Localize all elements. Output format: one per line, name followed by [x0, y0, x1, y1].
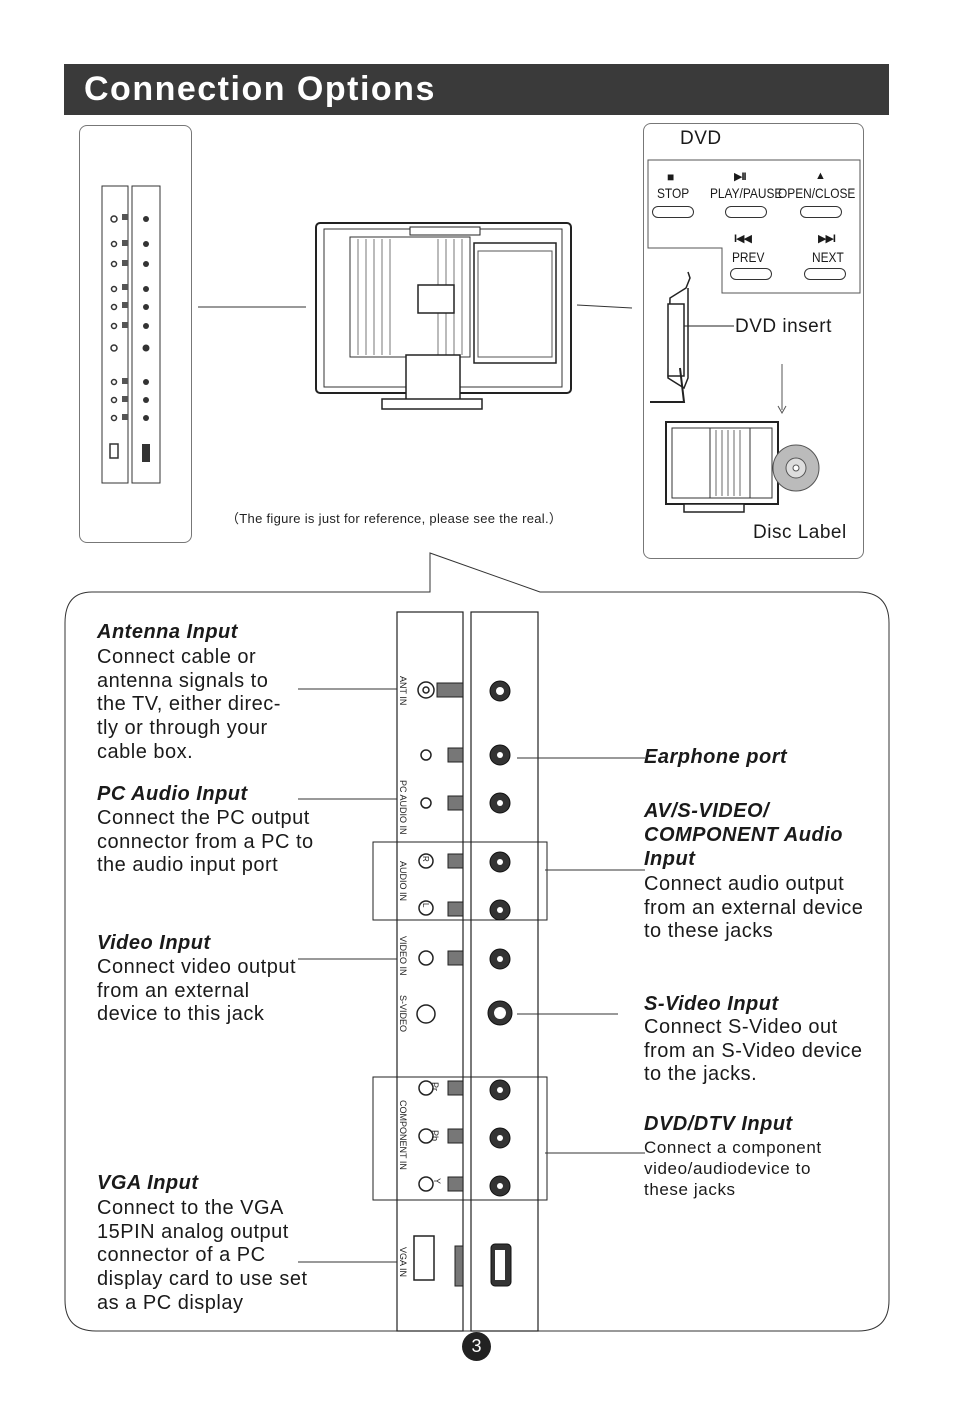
vga-input-text: Connect to the VGA 15PIN analog output c…	[97, 1197, 308, 1314]
r-label: R	[421, 856, 430, 862]
play-pause-label: PLAY/PAUSE	[710, 185, 783, 201]
title-bar	[64, 64, 889, 115]
stop-button[interactable]	[652, 206, 694, 218]
dvd-insert-label: DVD insert	[735, 316, 832, 337]
dvd-dtv-input-text: Connect a component video/audiodevice to…	[644, 1138, 822, 1199]
play-pause-icon: ▶II	[734, 171, 747, 183]
next-button[interactable]	[804, 268, 846, 280]
antenna-input-heading: Antenna Input	[97, 621, 238, 643]
open-close-button[interactable]	[800, 206, 842, 218]
page-number: 3	[462, 1332, 491, 1361]
pc-audio-input-text: Connect the PC output connector from a P…	[97, 807, 314, 877]
earphone-port-heading: Earphone port	[644, 746, 788, 768]
pc-audio-input-heading: PC Audio Input	[97, 783, 248, 805]
stop-icon: ■	[667, 170, 675, 184]
av-audio-input-heading: AV/S-VIDEO/ COMPONENT Audio Input	[644, 800, 843, 870]
prev-button[interactable]	[730, 268, 772, 280]
video-input-heading: Video Input	[97, 932, 211, 954]
stop-label: STOP	[657, 185, 690, 201]
connector-strip-thumbnail	[79, 125, 192, 543]
pc-audio-in-label: PC AUDIO IN	[398, 780, 408, 835]
prev-label: PREV	[732, 249, 765, 265]
dvd-insert-illustration	[650, 271, 820, 513]
video-in-label: VIDEO IN	[398, 936, 408, 976]
component-in-label: COMPONENT IN	[398, 1100, 408, 1170]
page-title: Connection Options	[84, 70, 436, 108]
vga-in-label: VGA IN	[398, 1247, 408, 1278]
vga-input-heading: VGA Input	[97, 1172, 199, 1194]
audio-in-label: AUDIO IN	[398, 861, 408, 902]
previous-icon: I◀◀	[734, 233, 752, 245]
open-close-label: OPEN/CLOSE	[778, 185, 856, 201]
ant-in-label: ANT IN	[398, 676, 408, 706]
tv-back-illustration	[198, 222, 633, 410]
next-label: NEXT	[812, 249, 844, 265]
s-video-input-heading: S-Video Input	[644, 993, 779, 1015]
antenna-input-text: Connect cable or antenna signals to the …	[97, 646, 281, 763]
disc-label: Disc Label	[753, 522, 847, 543]
y-label: Y	[432, 1178, 442, 1185]
connector-strip-illustration	[101, 185, 161, 484]
play-pause-button[interactable]	[725, 206, 767, 218]
dvd-button-panel-outline	[647, 159, 861, 294]
next-icon: ▶▶I	[818, 233, 836, 245]
pr-label: Pr	[430, 1082, 440, 1091]
pb-label: Pb	[430, 1130, 440, 1142]
dvd-title: DVD	[680, 128, 722, 149]
eject-icon: ▲	[815, 170, 826, 182]
av-audio-input-text: Connect audio output from an external de…	[644, 873, 864, 943]
s-video-input-text: Connect S-Video out from an S-Video devi…	[644, 1016, 863, 1086]
figure-caption: （The figure is just for reference, pleas…	[226, 511, 563, 526]
dvd-dtv-input-heading: DVD/DTV Input	[644, 1113, 793, 1135]
l-label: L	[421, 903, 430, 908]
s-video-label: S-VIDEO	[398, 995, 408, 1033]
video-input-text: Connect video output from an external de…	[97, 956, 297, 1026]
